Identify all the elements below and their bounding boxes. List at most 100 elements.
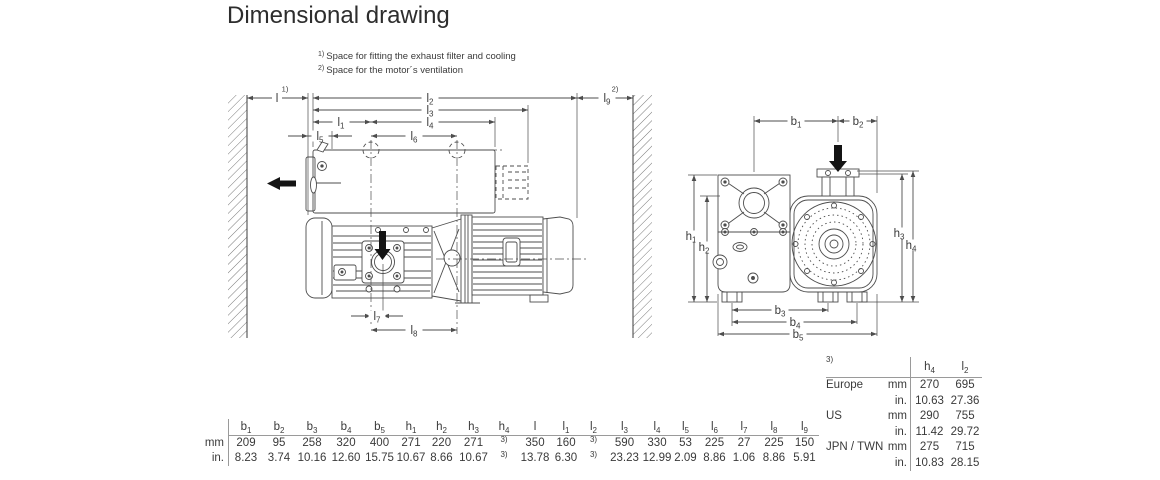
left-wall-hatch bbox=[228, 95, 248, 338]
table-cell: 160 bbox=[556, 437, 576, 449]
dim-label-b4: b4 bbox=[790, 317, 801, 331]
table-cell: l4 bbox=[642, 419, 672, 436]
table-cell: l1 bbox=[552, 419, 580, 436]
dimension-b3: b3 bbox=[732, 304, 828, 319]
table-cell: 270 bbox=[910, 378, 948, 394]
table-cell: h1 bbox=[396, 419, 426, 436]
footnote-motor-ventilation: 2)Space for the motor´s ventilation bbox=[318, 65, 516, 79]
table-cell: l7 bbox=[730, 419, 758, 436]
dim-marker-l: 1) bbox=[282, 85, 289, 94]
footnote-text-2: Space for the motor´s ventilation bbox=[326, 64, 463, 76]
table-cell: l9 bbox=[790, 419, 819, 436]
table-cell: l6 bbox=[699, 419, 730, 436]
region-table-col-l2: l2 bbox=[948, 357, 982, 378]
table-cell: b2 bbox=[263, 419, 295, 436]
unit-label-cell: mm bbox=[887, 379, 907, 391]
dimension-l6: l6 bbox=[371, 130, 457, 144]
region-name-cell: Europe bbox=[826, 379, 864, 391]
exhaust-direction-arrow bbox=[267, 177, 296, 190]
table-cell: 271 bbox=[463, 437, 484, 449]
table-cell: b5 bbox=[363, 419, 396, 436]
table-cell: 8.66 bbox=[430, 452, 453, 464]
table-cell: l5 bbox=[672, 419, 699, 436]
table-cell: 10.67 bbox=[396, 452, 426, 464]
table-cell: 330 bbox=[647, 437, 667, 449]
dimension-h4: h4 bbox=[902, 171, 920, 302]
table-cell: 11.42 bbox=[910, 424, 948, 440]
table-cell: b1 bbox=[229, 419, 263, 436]
front-view-drawing bbox=[712, 145, 878, 303]
unit-label-cell: in. bbox=[894, 394, 907, 407]
exhaust-filter-space-dashed bbox=[495, 165, 529, 200]
dim-label-b1: b1 bbox=[791, 116, 802, 130]
dim-label-h1: h1 bbox=[686, 231, 697, 245]
table-cell: 715 bbox=[955, 441, 975, 453]
footnote-exhaust-filter: 1)Space for fitting the exhaust filter a… bbox=[318, 51, 516, 65]
dim-label-h4: h4 bbox=[906, 240, 917, 254]
region-name-cell bbox=[826, 456, 886, 472]
table-cell: 10.67 bbox=[459, 452, 488, 464]
table-cell: l2 bbox=[580, 419, 607, 436]
table-cell: b4 bbox=[329, 419, 363, 436]
table-cell: 258 bbox=[302, 437, 322, 449]
unit-label-cell: mm bbox=[203, 436, 229, 451]
dimension-l1: l1 bbox=[313, 116, 371, 130]
intake-arrow-side bbox=[374, 231, 391, 260]
table-cell: h2 bbox=[426, 419, 457, 436]
unit-label-cell: mm bbox=[887, 410, 907, 422]
dimension-h1: h1 bbox=[682, 175, 700, 302]
dim-label-h3: h3 bbox=[894, 228, 905, 242]
region-name-cell: US bbox=[826, 410, 842, 422]
front-plate bbox=[717, 174, 791, 236]
dimension-b4: b4 bbox=[732, 316, 857, 331]
table-cell: 275 bbox=[910, 440, 948, 456]
pump-module-side bbox=[305, 217, 433, 299]
table-cell: 3.74 bbox=[267, 452, 291, 464]
front-fan-housing bbox=[789, 195, 878, 293]
front-oil-box bbox=[712, 231, 791, 293]
table-cell: 320 bbox=[336, 437, 356, 449]
dimension-h2: h2 bbox=[695, 196, 713, 302]
footnotes: 1)Space for fitting the exhaust filter a… bbox=[318, 51, 516, 78]
front-feet bbox=[721, 291, 868, 303]
table-cell: 95 bbox=[272, 437, 286, 449]
table-cell: 53 bbox=[679, 437, 692, 449]
motor-side bbox=[455, 214, 574, 304]
region-table-col-h4: h4 bbox=[910, 357, 948, 378]
region-name-cell: JPN / TWN bbox=[826, 441, 884, 453]
footnote-text-1: Space for fitting the exhaust filter and… bbox=[326, 51, 516, 62]
dim-label-l5: l5 bbox=[316, 131, 324, 145]
table-cell: 209 bbox=[236, 437, 256, 449]
table-cell: 8.86 bbox=[762, 452, 786, 464]
table-cell: 10.16 bbox=[297, 452, 327, 464]
table-cell: h3 bbox=[457, 419, 490, 436]
table-cell: 23.23 bbox=[610, 452, 639, 464]
table-cell: 3) bbox=[500, 450, 508, 459]
unit-label-cell: mm bbox=[887, 441, 907, 453]
table-cell: 2.09 bbox=[674, 452, 697, 464]
table-cell: 150 bbox=[794, 437, 815, 449]
dim-label-l2: l2 bbox=[426, 93, 434, 107]
table-cell: 6.30 bbox=[554, 452, 578, 464]
unit-label-cell: in. bbox=[203, 451, 229, 466]
table-cell: 3) bbox=[589, 435, 598, 444]
table-cell: 1.06 bbox=[732, 452, 756, 464]
dimension-l8: l8 bbox=[371, 324, 457, 338]
table-cell: 3) bbox=[500, 435, 508, 444]
dimension-l5: l5 bbox=[288, 130, 352, 145]
table-cell: l3 bbox=[607, 419, 642, 436]
dim-label-l3: l3 bbox=[426, 105, 434, 119]
dim-label-b3: b3 bbox=[775, 305, 786, 319]
dimension-l: l1) bbox=[247, 85, 308, 105]
dimension-h3: h3 bbox=[890, 174, 908, 302]
table-cell: 290 bbox=[910, 409, 948, 425]
